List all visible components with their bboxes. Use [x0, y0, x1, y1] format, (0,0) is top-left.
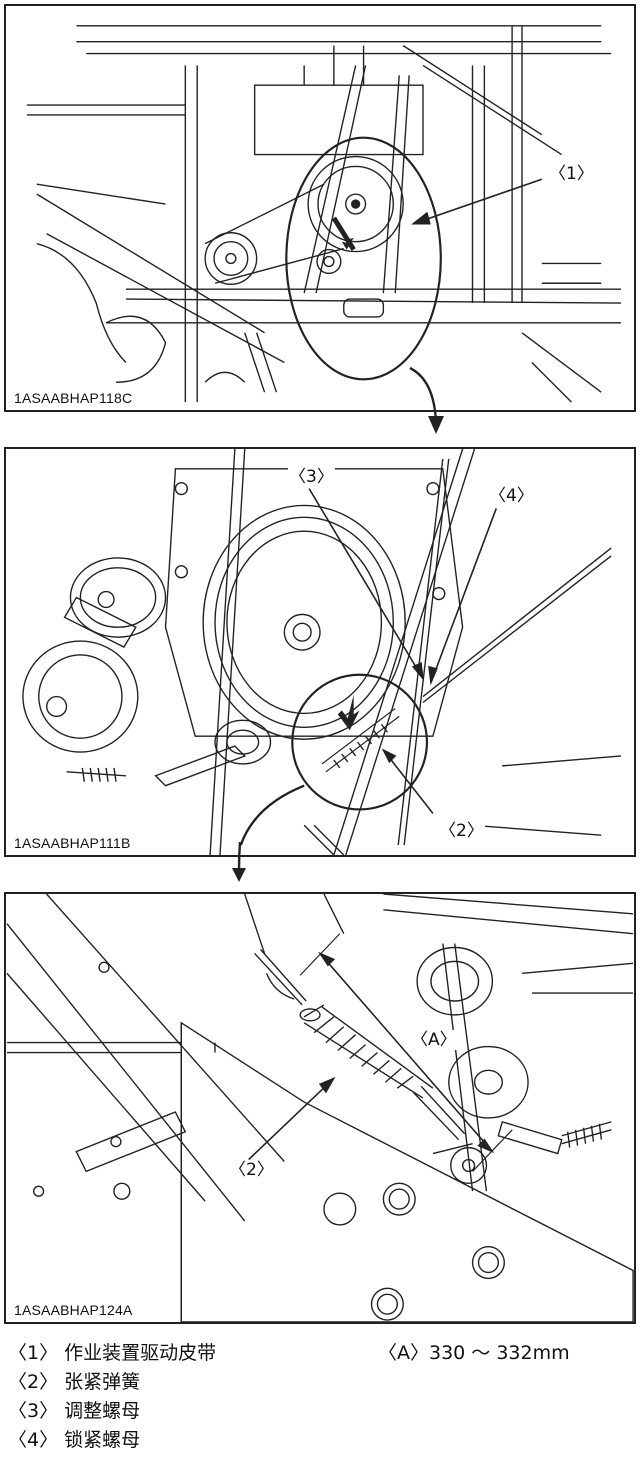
- legend-tag: 〈1〉: [8, 1342, 59, 1364]
- diagram-panel-3: 〈A〉 〈2〉 1ASAABHAP124A: [4, 892, 636, 1324]
- dimension-item: 〈A〉330 ～ 332mm: [378, 1340, 570, 1366]
- legend-item: 〈4〉锁紧螺母: [8, 1427, 140, 1453]
- panel-3-drawing: [6, 894, 634, 1322]
- dimension-tag: 〈A〉: [378, 1342, 429, 1364]
- legend: 〈1〉作业装置驱动皮带 〈2〉张紧弹簧 〈3〉调整螺母 〈4〉锁紧螺母 〈A〉3…: [8, 1340, 632, 1465]
- dimension-text: 330 ～ 332mm: [429, 1342, 570, 1364]
- legend-text: 作业装置驱动皮带: [64, 1342, 217, 1364]
- legend-item: 〈3〉调整螺母: [8, 1398, 140, 1424]
- callout-2: 〈2〉: [438, 821, 485, 841]
- legend-text: 锁紧螺母: [64, 1429, 141, 1451]
- zoom-arrow-icon: [409, 366, 444, 434]
- callout-4: 〈4〉: [488, 486, 535, 506]
- panel-2-drawing: [22, 449, 622, 855]
- legend-item: 〈2〉张紧弹簧: [8, 1369, 140, 1395]
- callout-2: 〈2〉: [228, 1160, 275, 1180]
- legend-tag: 〈3〉: [8, 1400, 59, 1422]
- callout-3: 〈3〉: [288, 467, 335, 487]
- zoom-arrow-icon: [232, 842, 246, 882]
- legend-item: 〈1〉作业装置驱动皮带: [8, 1340, 216, 1366]
- diagram-panel-1: 〈1〉 1ASAABHAP118C: [4, 4, 636, 412]
- figure-code: 1ASAABHAP124A: [12, 1302, 135, 1318]
- diagram-panel-2: 〈3〉 〈4〉 〈2〉 1ASAABHAP111B: [4, 447, 636, 857]
- legend-text: 调整螺母: [64, 1400, 141, 1422]
- legend-text: 张紧弹簧: [64, 1371, 141, 1393]
- panel-1-drawing: [26, 25, 622, 403]
- legend-tag: 〈4〉: [8, 1429, 59, 1451]
- figure-code: 1ASAABHAP118C: [12, 390, 135, 406]
- callout-A: 〈A〉: [410, 1030, 458, 1050]
- figure-code: 1ASAABHAP111B: [12, 835, 133, 851]
- callout-1: 〈1〉: [548, 164, 595, 184]
- legend-tag: 〈2〉: [8, 1371, 59, 1393]
